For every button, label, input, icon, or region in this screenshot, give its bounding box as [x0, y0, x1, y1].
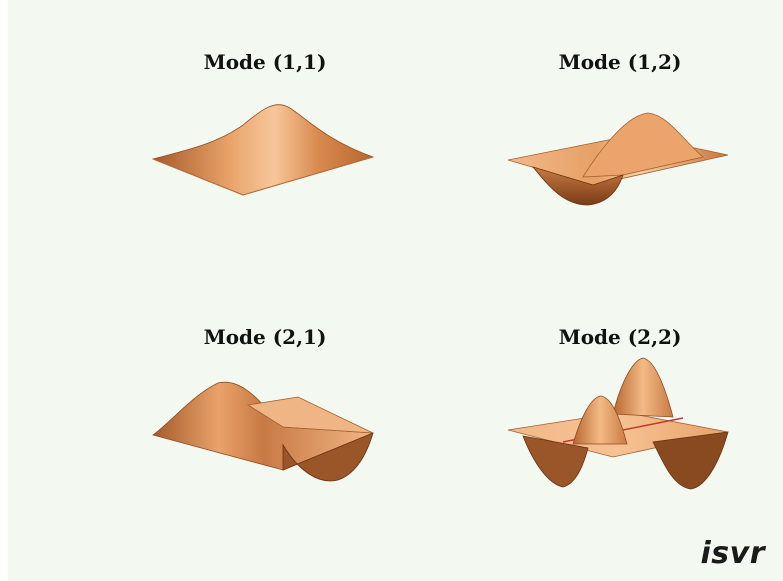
mode-2-1-plate — [152, 381, 374, 482]
mode-1-1-surface — [151, 104, 375, 196]
mode-2-2-plate — [507, 357, 729, 490]
isvr-logo: isvr — [700, 536, 765, 571]
mode-1-2-plate — [507, 112, 729, 206]
mode-2-1-trough — [282, 432, 374, 482]
mode-1-1-front-edge — [152, 156, 374, 196]
mode-1-2-title: Mode (1,2) — [558, 50, 682, 74]
mode-2-2-title: Mode (2,2) — [558, 325, 682, 349]
mode-1-2-trough — [531, 166, 624, 206]
mode-1-1-title: Mode (1,1) — [203, 50, 327, 74]
figure-panel: Mode (1,1) Mode (1,2) Mode (2,1) Mode (2… — [8, 0, 783, 581]
mode-2-2-right-trough — [652, 431, 729, 490]
mode-2-2-left-trough — [522, 435, 589, 488]
mode-2-2-front-hump — [572, 395, 628, 445]
mode-1-2-hump — [582, 112, 704, 178]
mode-2-1-title: Mode (2,1) — [203, 325, 327, 349]
mode-2-2-back-hump — [612, 357, 674, 418]
mode-1-1-plate — [151, 104, 375, 196]
